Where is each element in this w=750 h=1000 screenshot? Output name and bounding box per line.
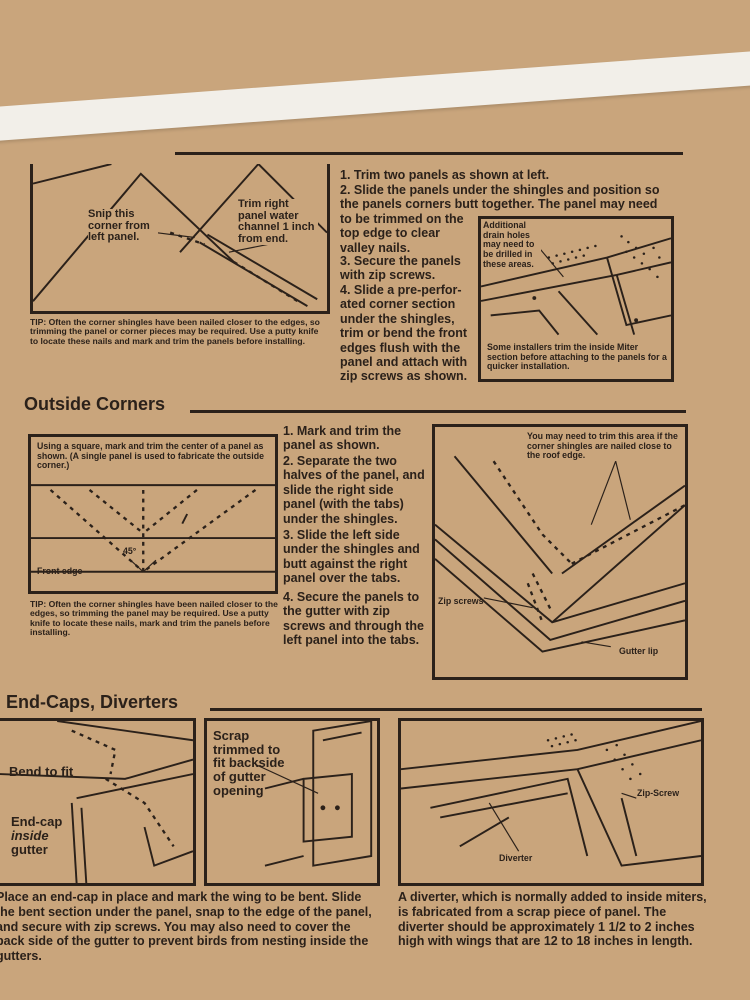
zip-screws-label: Zip screws (438, 596, 484, 606)
outside-corner-diagram: You may need to trim this area if the co… (432, 424, 688, 680)
snip-corner-callout: Snip this corner from left panel. (88, 208, 158, 244)
diverter-label: Diverter (499, 853, 533, 863)
front-edge-label: Front edge (37, 566, 83, 576)
square-note: Using a square, mark and trim the center… (37, 441, 264, 471)
outside-tip: TIP: Often the corner shingles have been… (30, 599, 278, 637)
top-tip: TIP: Often the corner shingles have been… (30, 317, 320, 346)
top-step-2b: to be trimmed on the top edge to clear v… (340, 212, 464, 255)
outside-corners-heading: Outside Corners (24, 394, 166, 414)
bend-to-fit-label: Bend to fit (9, 764, 74, 779)
gutter-label: gutter (11, 842, 48, 857)
white-paper-strip (0, 47, 750, 142)
outside-step-1: 1. Mark and trim the panel as shown. (283, 424, 402, 453)
outside-corners-rule (190, 410, 686, 413)
gutter-lip-label: Gutter lip (619, 646, 659, 656)
end-cap-label: End-cap (11, 814, 63, 829)
trim-panels-diagram: Snip this corner from left panel. Trim r… (30, 164, 330, 314)
end-caps-heading: End-Caps, Diverters (6, 692, 179, 712)
top-step-3: 3. Secure the panels with zip screws. (340, 254, 461, 283)
diverter-diagram: Zip-Screw Diverter (398, 718, 704, 886)
inside-label: inside (11, 828, 49, 843)
miter-note: Some installers trim the inside Miter se… (487, 342, 671, 373)
zip-screw-label: Zip-Screw (637, 788, 680, 798)
angle-label: 45° (123, 546, 137, 556)
outside-step-4: 4. Secure the panels to the gutter with … (283, 590, 424, 648)
scrap-diagram: Scrap trimmed to fit backside of gutter … (204, 718, 380, 886)
drain-holes-note: Additional drain holes may need to be dr… (483, 220, 541, 270)
outside-step-2: 2. Separate the two halves of the panel,… (283, 454, 425, 526)
diverter-paragraph: A diverter, which is normally added to i… (398, 890, 707, 949)
end-cap-diagram: Bend to fit End-cap inside gutter (0, 718, 196, 886)
corner-section-diagram: Additional drain holes may need to be dr… (478, 216, 674, 382)
scrap-note: Scrap trimmed to fit backside of gutter … (213, 728, 285, 798)
trim-channel-callout: Trim right panel water channel 1 inch fr… (238, 198, 318, 246)
top-step-2: 2. Slide the panels under the shingles a… (340, 183, 660, 212)
outside-step-3: 3. Slide the left side under the shingle… (283, 528, 420, 586)
end-cap-paragraph: Place an end-cap in place and mark the w… (0, 890, 372, 963)
trim-area-note: You may need to trim this area if the co… (527, 431, 678, 461)
mark-trim-diagram: Using a square, mark and trim the center… (28, 434, 278, 594)
top-step-4: 4. Slide a pre-perfor- ated corner secti… (340, 283, 468, 384)
end-caps-rule (210, 708, 702, 711)
top-rule (175, 152, 683, 155)
top-step-1: 1. Trim two panels as shown at left. (340, 168, 550, 182)
